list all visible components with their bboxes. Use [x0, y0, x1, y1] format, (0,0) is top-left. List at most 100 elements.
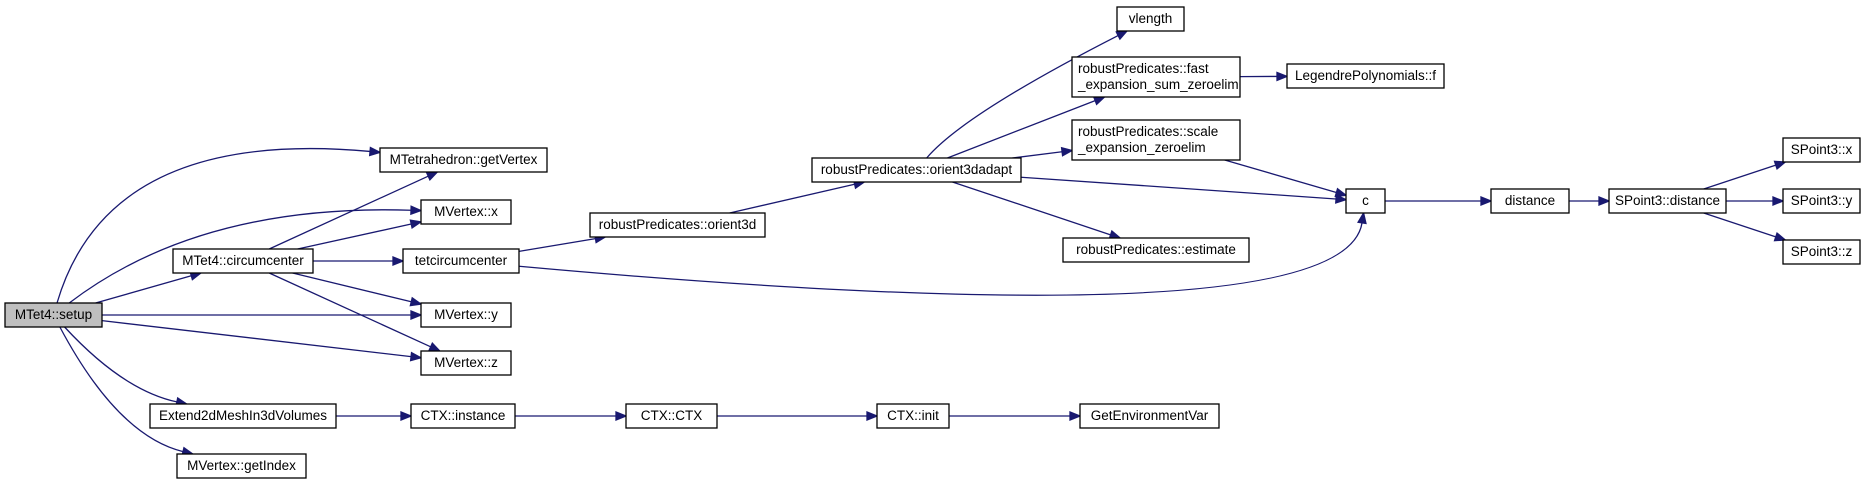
edge-arrowhead	[428, 342, 442, 352]
edge-arrowhead	[1598, 196, 1611, 206]
edge-arrowhead	[1772, 196, 1785, 206]
node-box	[589, 212, 766, 238]
node-ctxctx[interactable]: CTX::CTX	[625, 403, 718, 429]
node-box	[1286, 63, 1445, 89]
node-getenv[interactable]: GetEnvironmentVar	[1079, 403, 1220, 429]
edge-fastsum-to-legendre	[1239, 71, 1289, 82]
node-extend[interactable]: Extend2dMeshIn3dVolumes	[149, 403, 337, 429]
edge-setup-to-mvz	[101, 319, 423, 362]
node-setup[interactable]: MTet4::setup	[4, 302, 103, 328]
node-distance[interactable]: distance	[1490, 188, 1570, 214]
edge-line	[926, 34, 1119, 159]
node-label: vlength	[1129, 11, 1173, 26]
edge-ctxinst-to-ctxctx	[515, 411, 628, 421]
node-label: c	[1362, 193, 1369, 208]
edge-line	[292, 272, 412, 303]
node-spdist[interactable]: SPoint3::distance	[1608, 188, 1727, 214]
node-mvz[interactable]: MVertex::z	[420, 350, 512, 376]
node-label: CTX::instance	[421, 408, 506, 423]
edge-tetcirc-to-c	[518, 211, 1367, 296]
node-box	[1071, 56, 1241, 98]
node-label: MVertex::getIndex	[187, 458, 296, 473]
node-mvx[interactable]: MVertex::x	[420, 199, 512, 225]
edge-line	[297, 223, 412, 250]
node-box	[1071, 119, 1241, 161]
edge-setup-to-mvy	[102, 310, 423, 320]
edge-ctxinit-to-getenv	[949, 411, 1082, 421]
node-box	[420, 302, 512, 328]
node-box	[4, 302, 103, 328]
node-box	[402, 248, 520, 274]
node-circumcenter[interactable]: MTet4::circumcenter	[172, 248, 314, 274]
node-ctxinst[interactable]: CTX::instance	[410, 403, 516, 429]
edge-c-to-distance	[1385, 196, 1493, 206]
edge-line	[101, 319, 412, 358]
node-ctxinit[interactable]: CTX::init	[876, 403, 950, 429]
edge-arrowhead	[409, 219, 423, 230]
edge-circumcenter-to-mvx	[297, 219, 423, 250]
edge-arrowhead	[1480, 196, 1493, 206]
edge-setup-to-getVertex	[56, 146, 382, 304]
edge-line	[56, 148, 371, 304]
edge-line	[64, 326, 178, 403]
edge-arrowhead	[410, 310, 423, 320]
node-label: SPoint3::y	[1791, 193, 1853, 208]
edge-line	[95, 275, 192, 304]
edge-distance-to-spdist	[1569, 196, 1611, 206]
node-label: _expansion_sum_zeroelim	[1077, 77, 1239, 92]
edge-ctxctx-to-ctxinit	[717, 411, 879, 421]
node-legendre[interactable]: LegendrePolynomials::f	[1286, 63, 1445, 89]
node-orient3dadapt[interactable]: robustPredicates::orient3dadapt	[811, 157, 1022, 183]
edge-arrowhead	[1334, 187, 1348, 198]
edge-arrowhead	[1060, 146, 1074, 157]
node-getVertex[interactable]: MTetrahedron::getVertex	[379, 147, 548, 173]
edge-circumcenter-to-mvy	[292, 272, 423, 307]
edge-orient3dadapt-to-c	[1020, 176, 1348, 204]
node-label: robustPredicates::fast	[1078, 61, 1209, 76]
edge-line	[947, 100, 1096, 159]
node-box	[379, 147, 548, 173]
node-box	[420, 199, 512, 225]
node-box	[1782, 239, 1861, 265]
edge-setup-to-mvx	[68, 205, 423, 304]
node-c[interactable]: c	[1345, 188, 1386, 214]
edge-arrowhead	[1276, 71, 1289, 82]
edge-arrowhead	[1115, 30, 1129, 41]
edge-arrowhead	[1092, 96, 1107, 106]
node-spz[interactable]: SPoint3::z	[1782, 239, 1861, 265]
node-fastsum[interactable]: robustPredicates::fast_expansion_sum_zer…	[1071, 56, 1241, 98]
edge-arrowhead	[409, 296, 423, 307]
edge-arrowhead	[1357, 211, 1367, 225]
node-label: robustPredicates::estimate	[1076, 242, 1236, 257]
node-tetcirc[interactable]: tetcircumcenter	[402, 248, 520, 274]
node-scale[interactable]: robustPredicates::scale_expansion_zeroel…	[1071, 119, 1241, 161]
node-label: SPoint3::distance	[1615, 193, 1720, 208]
node-mvy[interactable]: MVertex::y	[420, 302, 512, 328]
node-label: _expansion_zeroelim	[1077, 140, 1206, 155]
edge-arrowhead	[400, 411, 413, 421]
edge-line	[268, 175, 429, 250]
node-box	[172, 248, 314, 274]
node-estimate[interactable]: robustPredicates::estimate	[1062, 237, 1250, 263]
node-vlength[interactable]: vlength	[1116, 6, 1185, 32]
node-spx[interactable]: SPoint3::x	[1782, 137, 1861, 163]
node-label: robustPredicates::orient3dadapt	[821, 162, 1013, 177]
edge-line	[518, 237, 596, 252]
node-orient3d[interactable]: robustPredicates::orient3d	[589, 212, 766, 238]
edge-arrowhead	[392, 256, 405, 266]
node-label: distance	[1505, 193, 1555, 208]
edge-scale-to-c	[1224, 159, 1348, 198]
node-box	[1782, 188, 1861, 214]
edge-line	[59, 326, 184, 453]
edge-spdist-to-spx	[1703, 160, 1787, 190]
edge-line	[1020, 176, 1337, 200]
node-label: MVertex::z	[434, 355, 498, 370]
node-getIndex[interactable]: MVertex::getIndex	[176, 453, 307, 479]
edge-circumcenter-to-tetcirc	[313, 256, 405, 266]
node-label: Extend2dMeshIn3dVolumes	[159, 408, 327, 423]
edge-arrowhead	[615, 411, 628, 421]
node-label: tetcircumcenter	[415, 253, 508, 268]
edge-setup-to-circumcenter	[95, 271, 203, 304]
edge-arrowhead	[409, 351, 423, 362]
node-spy[interactable]: SPoint3::y	[1782, 188, 1861, 214]
